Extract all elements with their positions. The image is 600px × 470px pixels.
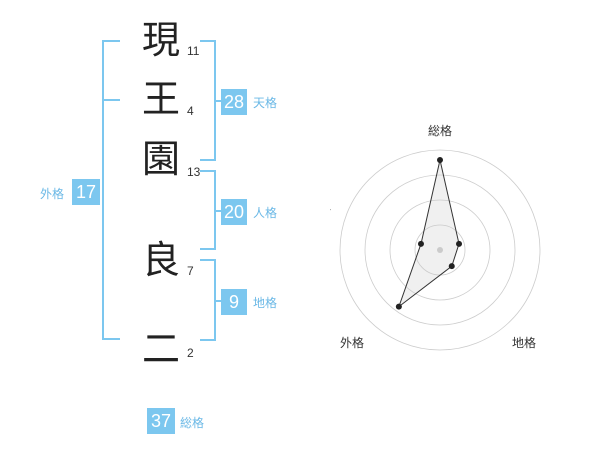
gaikaku-value: 17 (72, 179, 100, 205)
gaikaku-label: 外格 (40, 187, 65, 201)
stroke-count-2: 4 (187, 104, 194, 118)
radar-point-5 (417, 240, 424, 247)
soukaku-label: 総格 (180, 416, 205, 430)
radar-point-1 (437, 157, 443, 163)
radar-polygon (397, 159, 460, 309)
chikaku-value: 9 (221, 289, 247, 315)
gaikaku-tick (102, 99, 120, 101)
jinkaku-connector (214, 210, 222, 212)
radar-ring (339, 149, 541, 351)
name-char-5: 二 (141, 327, 180, 371)
stroke-count-3: 13 (187, 165, 201, 179)
axis-label-soukaku: 総格 (428, 123, 452, 138)
tenkaku-connector (214, 100, 222, 102)
stroke-count-5: 2 (187, 346, 194, 360)
chikaku-label: 地格 (253, 296, 278, 310)
stroke-count-1: 11 (187, 44, 200, 58)
axis-label-jinkaku: 人格 (330, 201, 331, 216)
axis-label-gaikaku: 外格 (340, 335, 364, 350)
name-char-4: 良 (141, 238, 180, 282)
name-char-2: 王 (141, 77, 180, 121)
radar-chart: 総格 天格 地格 外格 人格 (330, 123, 550, 351)
radar-ring (364, 174, 516, 326)
jinkaku-value: 20 (221, 199, 247, 225)
stroke-count-4: 7 (187, 264, 194, 278)
radar-center (437, 247, 443, 253)
jinkaku-label: 人格 (253, 206, 278, 220)
name-char-1: 現 (141, 18, 180, 62)
radar-points (395, 157, 463, 310)
tenkaku-value: 28 (221, 89, 247, 115)
name-char-3: 園 (141, 137, 180, 181)
chikaku-connector (214, 300, 222, 302)
radar-point-2 (456, 240, 463, 247)
soukaku-value: 37 (147, 408, 175, 434)
radar-ring (389, 199, 491, 301)
gaikaku-bracket (102, 40, 120, 340)
radar-point-4 (395, 303, 402, 310)
radar-point-3 (448, 263, 455, 270)
tenkaku-label: 天格 (253, 96, 278, 110)
axis-label-chikaku: 地格 (512, 335, 536, 350)
